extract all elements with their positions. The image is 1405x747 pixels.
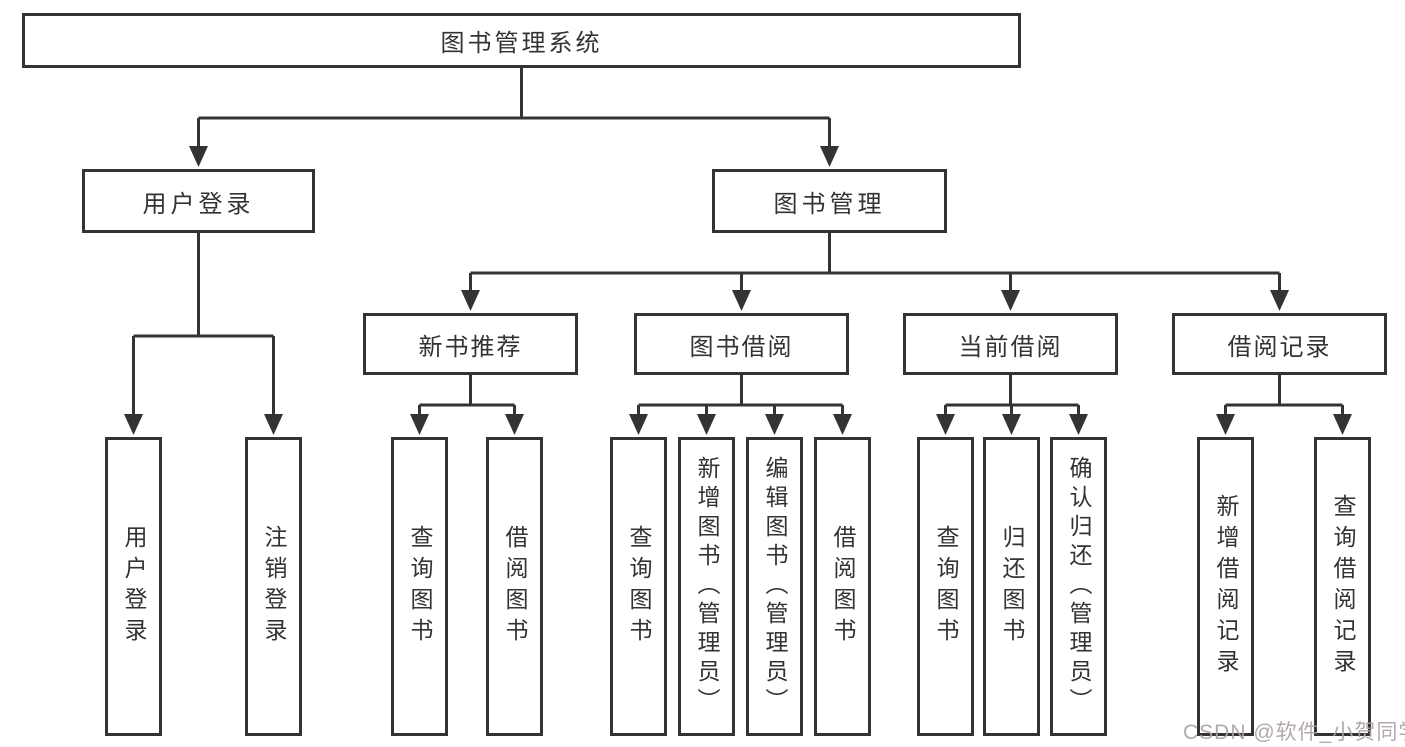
node-user-login: 用户登录: [82, 169, 315, 233]
leaf-add-borrow-record-label: 新增借阅记录: [1213, 493, 1239, 680]
leaf-add-books-admin: 新增图书（管理员）: [678, 437, 735, 736]
node-current-borrowing: 当前借阅: [903, 313, 1118, 375]
leaf-logout: 注销登录: [245, 437, 302, 736]
leaf-edit-books-admin-label: 编辑图书（管理员）: [762, 456, 788, 717]
node-borrowing-records: 借阅记录: [1172, 313, 1387, 375]
node-library-system-label: 图书管理系统: [440, 30, 603, 57]
leaf-borrow-books-label: 借阅图书: [830, 524, 856, 649]
leaf-user-login-label: 用户登录: [121, 524, 147, 649]
node-book-management: 图书管理: [712, 169, 947, 233]
node-new-book-recommendation: 新书推荐: [363, 313, 578, 375]
leaf-add-borrow-record: 新增借阅记录: [1197, 437, 1254, 736]
watermark: CSDN @软件_小贺同学: [1183, 721, 1405, 744]
leaf-query-borrow-record: 查询借阅记录: [1314, 437, 1371, 736]
node-book-borrowing: 图书借阅: [634, 313, 849, 375]
node-book-borrowing-label: 图书借阅: [689, 333, 794, 361]
leaf-return-books-label: 归还图书: [999, 524, 1025, 649]
node-borrowing-records-label: 借阅记录: [1227, 333, 1332, 361]
leaf-confirm-return-admin: 确认归还（管理员）: [1050, 437, 1107, 736]
node-library-system: 图书管理系统: [22, 13, 1021, 68]
node-current-borrowing-label: 当前借阅: [958, 333, 1063, 361]
node-new-book-recommendation-label: 新书推荐: [418, 333, 523, 361]
leaf-borrow-books-recommend-label: 借阅图书: [502, 524, 528, 649]
leaf-confirm-return-admin-label: 确认归还（管理员）: [1066, 456, 1092, 717]
leaf-return-books: 归还图书: [983, 437, 1040, 736]
leaf-logout-label: 注销登录: [261, 524, 287, 649]
leaf-query-books-recommend-label: 查询图书: [407, 524, 433, 649]
leaf-borrow-books: 借阅图书: [814, 437, 871, 736]
leaf-query-books-current: 查询图书: [917, 437, 974, 736]
leaf-query-books-borrowing-label: 查询图书: [626, 524, 652, 649]
leaf-user-login: 用户登录: [105, 437, 162, 736]
leaf-edit-books-admin: 编辑图书（管理员）: [746, 437, 803, 736]
leaf-query-books-current-label: 查询图书: [933, 524, 959, 649]
connector-paths: [132, 68, 1344, 415]
leaf-borrow-books-recommend: 借阅图书: [486, 437, 543, 736]
leaf-query-borrow-record-label: 查询借阅记录: [1330, 493, 1356, 680]
leaf-query-books-recommend: 查询图书: [391, 437, 448, 736]
node-book-management-label: 图书管理: [773, 190, 886, 218]
arrowheads: [124, 146, 1352, 435]
leaf-query-books-borrowing: 查询图书: [610, 437, 667, 736]
leaf-add-books-admin-label: 新增图书（管理员）: [694, 456, 720, 717]
node-user-login-label: 用户登录: [142, 190, 255, 218]
